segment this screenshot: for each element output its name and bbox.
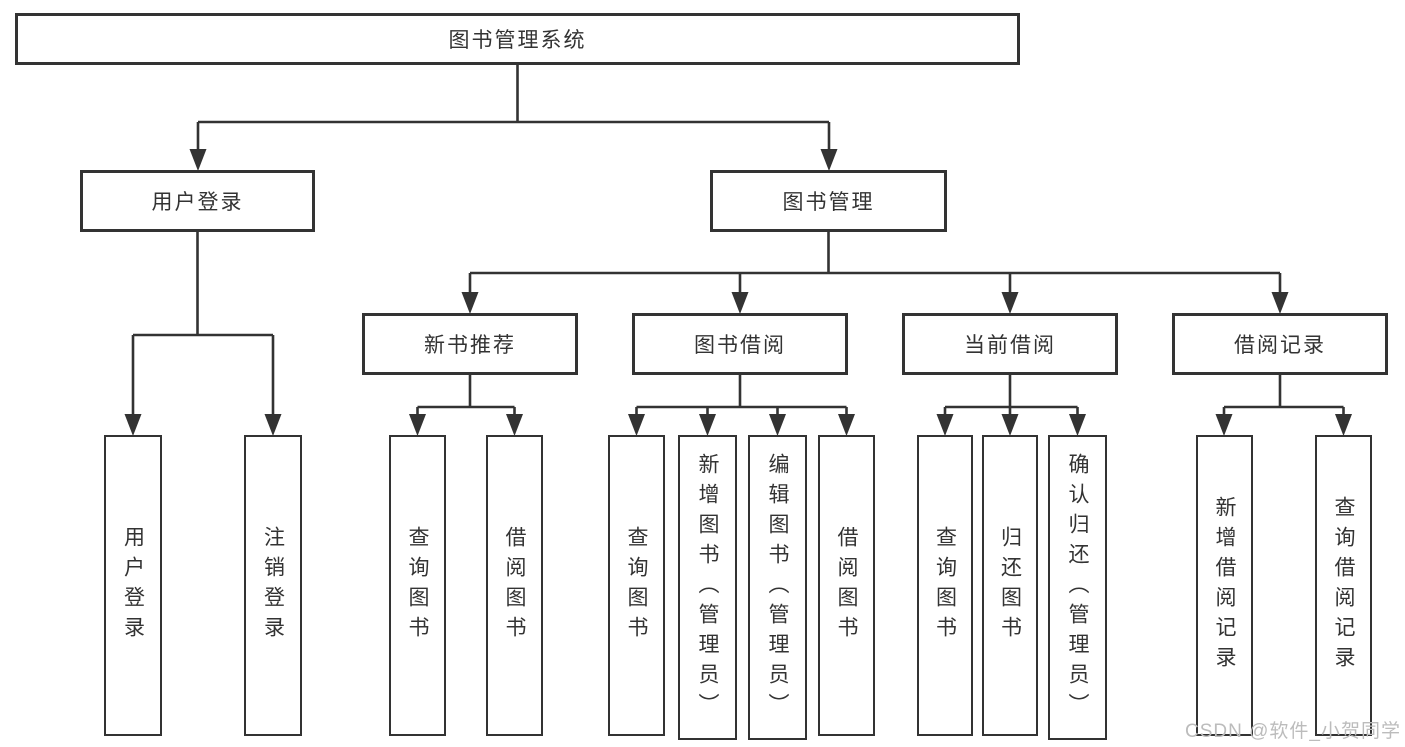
node-new-book-recommend: 新书推荐 [362, 313, 578, 375]
node-label: 查询图书 [406, 525, 429, 646]
node-borrowing-records: 借阅记录 [1172, 313, 1388, 375]
node-label: 归还图书 [998, 525, 1022, 646]
node-label: 图书管理系统 [448, 29, 587, 52]
node-label: 借阅图书 [835, 525, 858, 646]
node-label: 确认归还（管理员） [1066, 452, 1089, 723]
leaf-records-query-record: 查询借阅记录 [1315, 435, 1372, 736]
leaf-borrowing-borrow-books: 借阅图书 [818, 435, 875, 736]
node-current-borrowing: 当前借阅 [902, 313, 1118, 375]
node-user-login: 用户登录 [80, 170, 315, 232]
leaf-borrowing-edit-books-admin: 编辑图书（管理员） [748, 435, 807, 740]
leaf-recommend-query-books: 查询图书 [389, 435, 446, 736]
leaf-recommend-borrow-books: 借阅图书 [486, 435, 543, 736]
leaf-user-login: 用户登录 [104, 435, 162, 736]
leaf-current-query-books: 查询图书 [917, 435, 973, 736]
node-label: 查询图书 [933, 525, 957, 646]
node-label: 新增图书（管理员） [696, 452, 719, 723]
node-label: 查询借阅记录 [1332, 495, 1355, 676]
node-label: 用户登录 [151, 191, 244, 214]
node-label: 注销登录 [261, 525, 285, 646]
node-label: 查询图书 [625, 525, 648, 646]
leaf-borrowing-query-books: 查询图书 [608, 435, 665, 736]
leaf-logout: 注销登录 [244, 435, 302, 736]
csdn-watermark: CSDN @软件_小贺同学 [1185, 721, 1401, 742]
leaf-records-add-record: 新增借阅记录 [1196, 435, 1253, 736]
node-label: 借阅图书 [503, 525, 526, 646]
leaf-current-return-books: 归还图书 [982, 435, 1038, 736]
node-label: 用户登录 [121, 525, 145, 646]
leaf-current-confirm-return-admin: 确认归还（管理员） [1048, 435, 1107, 740]
node-book-borrowing: 图书借阅 [632, 313, 848, 375]
node-label: 借阅记录 [1234, 334, 1326, 357]
node-label: 图书借阅 [694, 334, 786, 357]
node-label: 当前借阅 [964, 334, 1056, 357]
node-library-management-system: 图书管理系统 [15, 13, 1020, 65]
node-label: 图书管理 [782, 191, 875, 214]
node-book-management: 图书管理 [710, 170, 947, 232]
node-label: 编辑图书（管理员） [766, 452, 789, 723]
leaf-borrowing-add-books-admin: 新增图书（管理员） [678, 435, 737, 740]
node-label: 新书推荐 [424, 334, 516, 357]
node-label: 新增借阅记录 [1213, 495, 1236, 676]
